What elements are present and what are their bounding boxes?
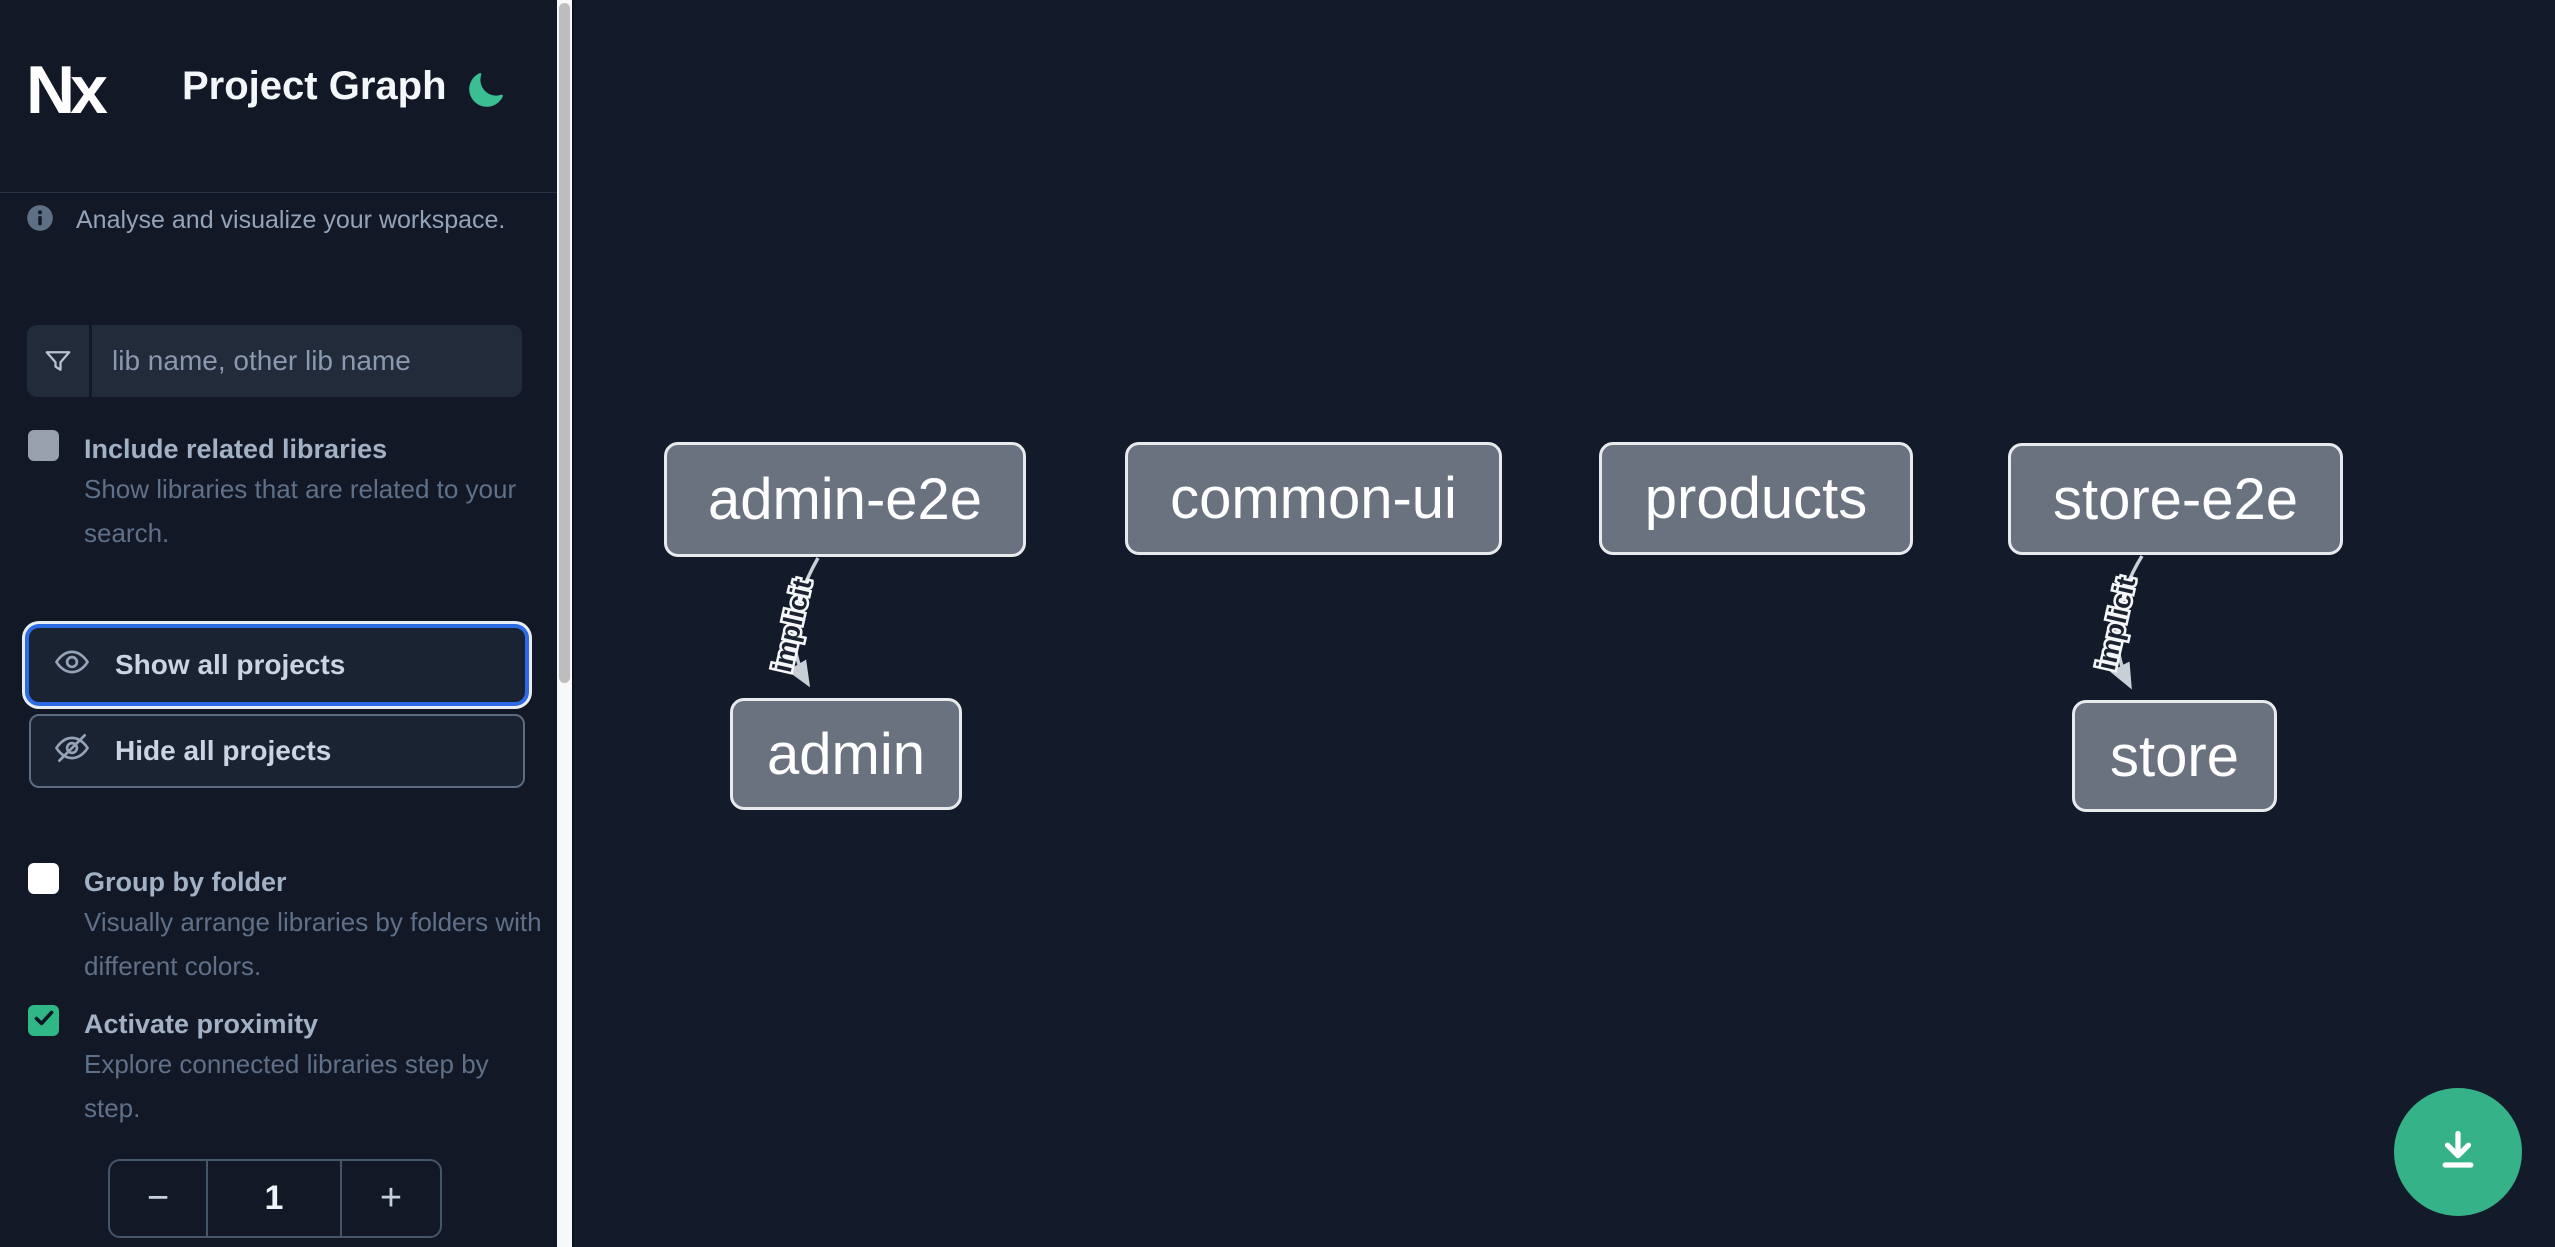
- activate-proximity-description: Explore connected libraries step by step…: [84, 1049, 489, 1123]
- group-by-folder-label: Group by folder: [84, 867, 287, 897]
- activate-proximity-checkbox[interactable]: [28, 1005, 59, 1036]
- graph-node-products[interactable]: products: [1599, 442, 1913, 555]
- tagline-text: Analyse and visualize your workspace.: [76, 206, 506, 234]
- theme-toggle-button[interactable]: [464, 68, 508, 112]
- graph-node-admin[interactable]: admin: [730, 698, 962, 810]
- project-graph-canvas[interactable]: [572, 0, 2555, 1247]
- header-divider: [0, 192, 557, 193]
- page-title: Project Graph: [182, 64, 447, 108]
- nx-logo: Nx: [26, 52, 108, 128]
- group-by-folder-checkbox[interactable]: [28, 863, 59, 894]
- workspace-tagline: Analyse and visualize your workspace.: [26, 204, 505, 237]
- hide-all-projects-button[interactable]: Hide all projects: [29, 714, 525, 788]
- eye-icon: [53, 643, 91, 688]
- eye-off-icon: [53, 729, 91, 774]
- activate-proximity-label: Activate proximity: [84, 1009, 319, 1039]
- filter-box: [27, 325, 522, 397]
- graph-node-admin-e2e[interactable]: admin-e2e: [664, 442, 1026, 557]
- funnel-icon: [27, 325, 92, 397]
- filter-input[interactable]: [92, 325, 522, 397]
- sidebar: Nx Project Graph Analyse and visualize y…: [0, 0, 557, 1247]
- sidebar-scrollbar-track[interactable]: [557, 0, 572, 1247]
- proximity-decrement-button[interactable]: −: [146, 1177, 170, 1219]
- group-by-folder-description: Visually arrange libraries by folders wi…: [84, 907, 542, 981]
- graph-node-store[interactable]: store: [2072, 700, 2277, 812]
- proximity-value: 1: [206, 1161, 342, 1236]
- proximity-stepper: − 1 +: [108, 1159, 442, 1238]
- hide-all-projects-label: Hide all projects: [115, 735, 332, 766]
- download-icon: [2430, 1123, 2486, 1182]
- include-related-checkbox[interactable]: [28, 430, 59, 461]
- moon-icon: [464, 73, 508, 116]
- sidebar-scrollbar-thumb[interactable]: [559, 3, 570, 683]
- include-related-label: Include related libraries: [84, 434, 388, 464]
- info-icon: [26, 204, 54, 237]
- checkmark-icon: [32, 1006, 56, 1035]
- show-all-projects-button[interactable]: Show all projects: [29, 628, 525, 702]
- download-graph-button[interactable]: [2394, 1088, 2522, 1216]
- graph-node-common-ui[interactable]: common-ui: [1125, 442, 1502, 555]
- proximity-increment-button[interactable]: +: [379, 1177, 403, 1219]
- graph-node-store-e2e[interactable]: store-e2e: [2008, 443, 2343, 555]
- include-related-description: Show libraries that are related to your …: [84, 474, 517, 548]
- show-all-projects-label: Show all projects: [115, 649, 346, 680]
